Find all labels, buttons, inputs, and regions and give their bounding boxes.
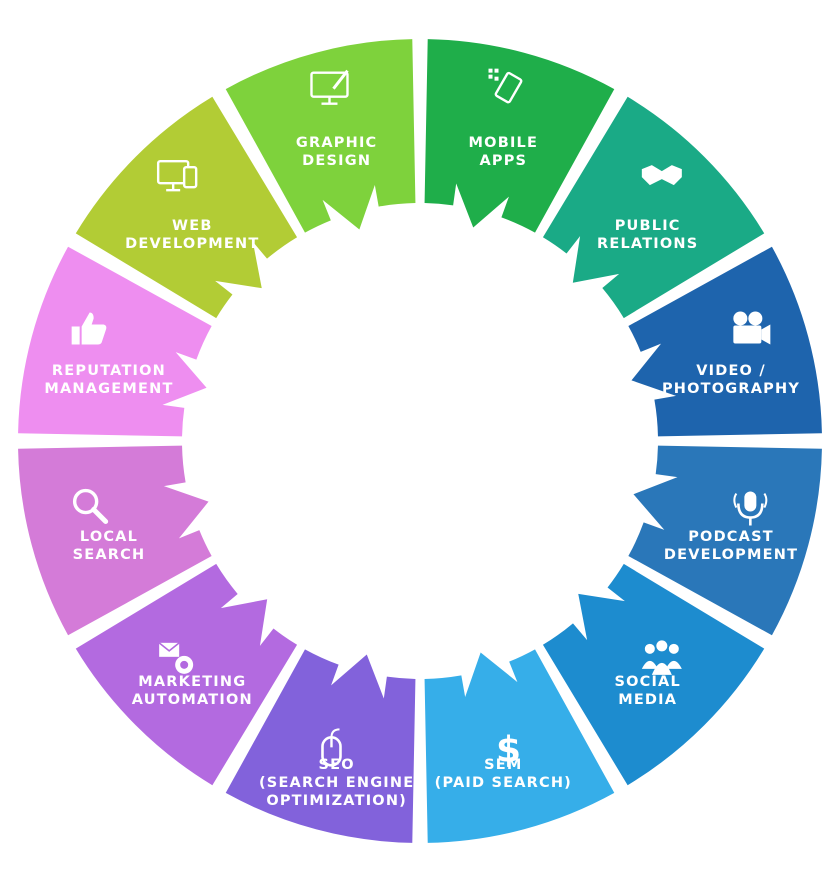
segment-label-line: WEB bbox=[172, 218, 213, 235]
segment-label-sem: SEM(PAID SEARCH) bbox=[413, 756, 593, 792]
segment-label-line: APPS bbox=[479, 152, 528, 169]
segment-label-line: MOBILE bbox=[468, 134, 539, 151]
segment-label-line: SEO bbox=[318, 757, 355, 774]
magnifier-icon bbox=[72, 488, 109, 525]
people-group-icon bbox=[641, 640, 682, 675]
segment-label-line: DEVELOPMENT bbox=[125, 236, 260, 253]
segment-label-line: AUTOMATION bbox=[131, 691, 253, 708]
podcast-microphone-icon bbox=[733, 491, 768, 526]
segment-label-line: REPUTATION bbox=[51, 362, 167, 379]
email-gear-icon bbox=[158, 642, 194, 674]
segment-label-line: MEDIA bbox=[618, 691, 678, 708]
segment-label-line: DESIGN bbox=[302, 152, 372, 169]
segment-reputation-management bbox=[18, 246, 212, 437]
segment-label-line: SEARCH bbox=[72, 547, 146, 564]
segment-local-search bbox=[18, 445, 212, 636]
segment-label-line: PODCAST bbox=[688, 529, 774, 546]
segment-label-line: RELATIONS bbox=[596, 236, 699, 253]
mouse-icon bbox=[321, 728, 342, 767]
segment-label-line: PUBLIC bbox=[614, 218, 681, 235]
segment-label-line: GRAPHIC bbox=[295, 134, 378, 151]
segment-label-line: DEVELOPMENT bbox=[663, 547, 799, 564]
segment-label-line: SOCIAL bbox=[614, 673, 681, 690]
video-camera-icon bbox=[733, 311, 771, 345]
segment-label-line: (PAID SEARCH) bbox=[434, 775, 573, 792]
segment-graphic-design bbox=[225, 39, 416, 233]
segment-label-line: (SEARCH ENGINE bbox=[258, 775, 415, 792]
segment-label-line: VIDEO / bbox=[696, 362, 766, 379]
segment-label-line: OPTIMIZATION) bbox=[266, 793, 407, 810]
segment-label-line: LOCAL bbox=[79, 529, 139, 546]
svg-text:$: $ bbox=[496, 729, 521, 770]
segment-label-line: SEM bbox=[484, 757, 523, 774]
monitor-pen-icon bbox=[310, 69, 349, 105]
dollar-icon: $ bbox=[496, 729, 521, 770]
devices-icon bbox=[156, 159, 198, 192]
handshake-icon bbox=[641, 165, 682, 186]
segment-label-line: PHOTOGRAPHY bbox=[661, 380, 801, 397]
segment-marketing-automation bbox=[75, 563, 298, 786]
segment-seo bbox=[225, 649, 416, 843]
segment-label-video-photography: VIDEO /PHOTOGRAPHY bbox=[641, 362, 821, 398]
segment-podcast-development bbox=[628, 445, 822, 636]
segment-video-photography bbox=[628, 246, 822, 437]
segment-label-line: MARKETING bbox=[138, 673, 247, 690]
thumbs-up-icon bbox=[71, 312, 107, 345]
segment-mobile-apps bbox=[424, 39, 615, 233]
segment-public-relations bbox=[542, 96, 765, 319]
segment-sem bbox=[424, 649, 615, 843]
mobile-apps-icon bbox=[488, 68, 523, 104]
segment-label-line: MANAGEMENT bbox=[44, 380, 174, 397]
segment-web-development bbox=[75, 96, 298, 319]
